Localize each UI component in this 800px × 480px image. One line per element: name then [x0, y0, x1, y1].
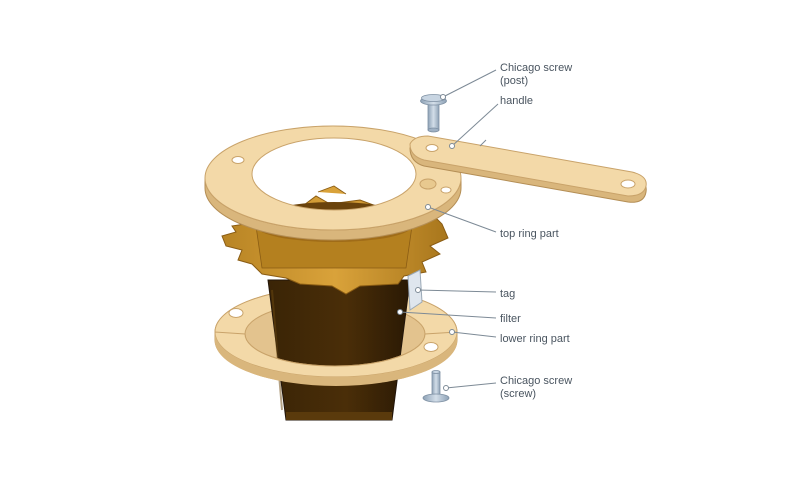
chicago-screw-screw	[422, 370, 450, 403]
label-filter: filter	[500, 313, 521, 325]
label-chicago-screw-post-line2: (post)	[500, 75, 528, 87]
leader-handle	[451, 103, 499, 147]
label-top-ring-part: top ring part	[500, 228, 559, 240]
label-handle: handle	[500, 95, 533, 107]
top-ring-hole-left	[231, 156, 245, 164]
leader-chicago-screw-screw	[445, 382, 497, 389]
top-ring-part	[204, 125, 462, 241]
leader-lines	[397, 69, 499, 391]
chicago-screw-post	[420, 94, 447, 133]
leader-chicago-screw-post	[442, 69, 497, 98]
label-chicago-screw-post-line1: Chicago screw	[500, 62, 572, 74]
label-chicago-screw-screw-line2: (screw)	[500, 388, 536, 400]
label-tag: tag	[500, 288, 515, 300]
leader-tag	[417, 289, 497, 293]
lower-ring-hole-left	[228, 308, 244, 318]
handle-pivot-hole	[425, 144, 439, 152]
leader-filter	[399, 311, 497, 319]
leader-lower-ring-part	[451, 331, 497, 338]
handle	[409, 135, 647, 203]
callout-labels: Chicago screw (post) handle top ring par…	[500, 62, 572, 400]
handle-end-hole	[620, 179, 636, 189]
leader-top-ring-part	[427, 206, 497, 233]
label-lower-ring-part: lower ring part	[500, 333, 570, 345]
label-chicago-screw-screw-line1: Chicago screw	[500, 375, 572, 387]
